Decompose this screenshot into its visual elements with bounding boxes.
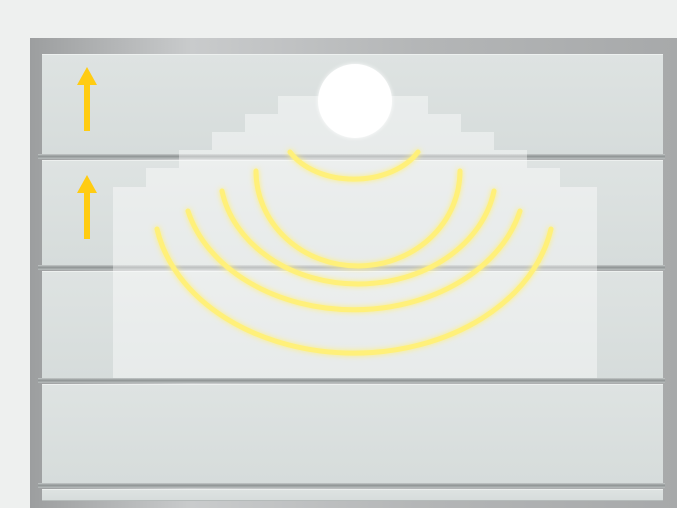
glass-shelf-2 [42, 160, 663, 267]
light-sensor-circle [318, 64, 392, 138]
shelf-divider-2 [38, 265, 665, 270]
glass-shelf-3 [42, 271, 663, 379]
shelf-divider-1 [38, 154, 665, 159]
up-arrow-icon [77, 175, 97, 239]
glass-shelf-5 [42, 489, 663, 501]
shelf-divider-3 [38, 378, 665, 383]
glass-shelf-4 [42, 384, 663, 484]
shelf-divider-4 [38, 483, 665, 488]
up-arrow-icon [77, 67, 97, 131]
